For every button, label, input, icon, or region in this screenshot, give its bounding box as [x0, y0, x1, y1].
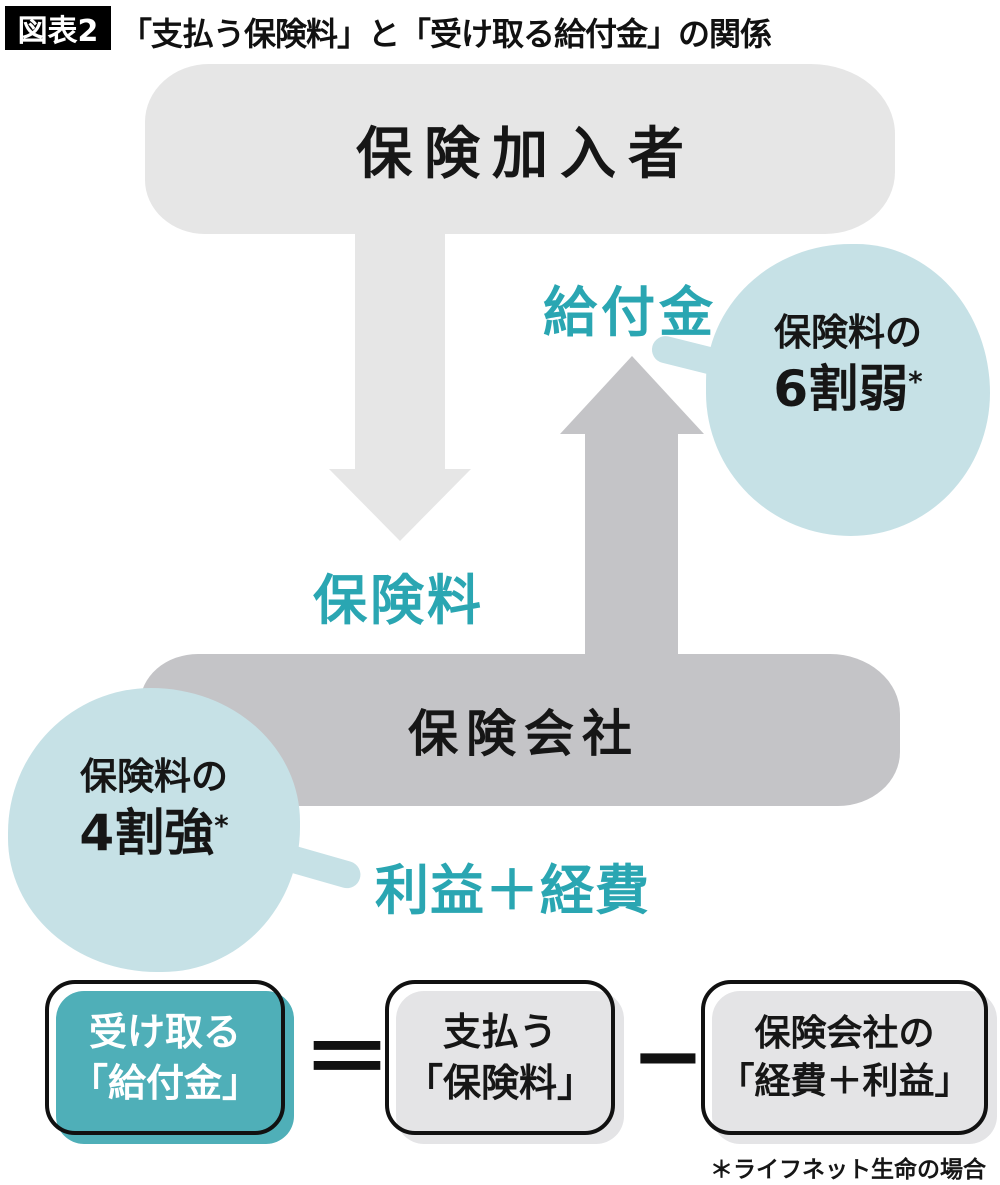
benefit-share-bubble-content: 保険料の 6割弱*	[773, 308, 922, 420]
premium-share-bubble-content: 保険料の 4割強*	[79, 752, 228, 864]
benefit-flow-label: 給付金	[543, 281, 717, 344]
benefit-share-bubble: 保険料の 6割弱*	[649, 244, 990, 536]
benefit-share-line2: 6割弱*	[773, 358, 922, 421]
equation-premium-box: 支払う 「保険料」	[385, 980, 624, 1144]
profit-expense-flow-label: 利益＋経費	[375, 859, 650, 922]
equation-cost-box: 保険会社の 「経費＋利益」	[701, 980, 997, 1144]
insurer-label: 保険会社	[408, 705, 640, 763]
operand1-line1: 支払う	[442, 1010, 557, 1055]
box-outline	[701, 980, 988, 1135]
operand2-line2: 「経費＋利益」	[718, 1060, 971, 1102]
minus-sign: −	[631, 1004, 705, 1107]
equation-cost-text: 保険会社の 「経費＋利益」	[701, 980, 988, 1135]
benefit-share-line1: 保険料の	[774, 310, 922, 354]
equation-result-box: 受け取る 「給付金」	[45, 980, 294, 1144]
policyholder-label: 保険加入者	[356, 121, 696, 187]
asterisk-mark: *	[214, 809, 229, 842]
box-outline	[45, 980, 285, 1135]
premium-down-arrow-head-icon	[329, 469, 471, 541]
premium-share-line1: 保険料の	[80, 754, 228, 798]
premium-share-line2: 4割強*	[79, 802, 228, 865]
figure-number-badge: 図表2	[5, 6, 111, 50]
asterisk-mark: *	[908, 365, 923, 398]
premium-share-value: 4割強	[79, 803, 215, 862]
box-fill	[56, 991, 294, 1144]
policyholder-blob: 保険加入者	[145, 64, 895, 234]
equation-premium-text: 支払う 「保険料」	[385, 980, 615, 1135]
footnote: ＊ライフネット生命の場合	[710, 1157, 986, 1183]
equals-sign: ＝	[303, 1007, 392, 1110]
benefit-share-value: 6割弱	[773, 359, 909, 418]
equation-result-text: 受け取る 「給付金」	[45, 980, 285, 1135]
premium-down-arrow-shaft	[355, 205, 445, 471]
operand1-line2: 「保険料」	[404, 1060, 595, 1105]
premium-flow-label: 保険料	[313, 569, 484, 632]
figure-title: 「支払う保険料」と「受け取る給付金」の関係	[120, 15, 772, 53]
result-line1: 受け取る	[88, 1010, 241, 1055]
bubble-tail-icon	[252, 835, 364, 892]
operand2-line1: 保険会社の	[754, 1012, 935, 1054]
box-outline	[385, 980, 615, 1135]
premium-share-bubble: 保険料の 4割強*	[8, 688, 364, 972]
result-line2: 「給付金」	[69, 1060, 260, 1105]
box-fill	[712, 991, 997, 1144]
